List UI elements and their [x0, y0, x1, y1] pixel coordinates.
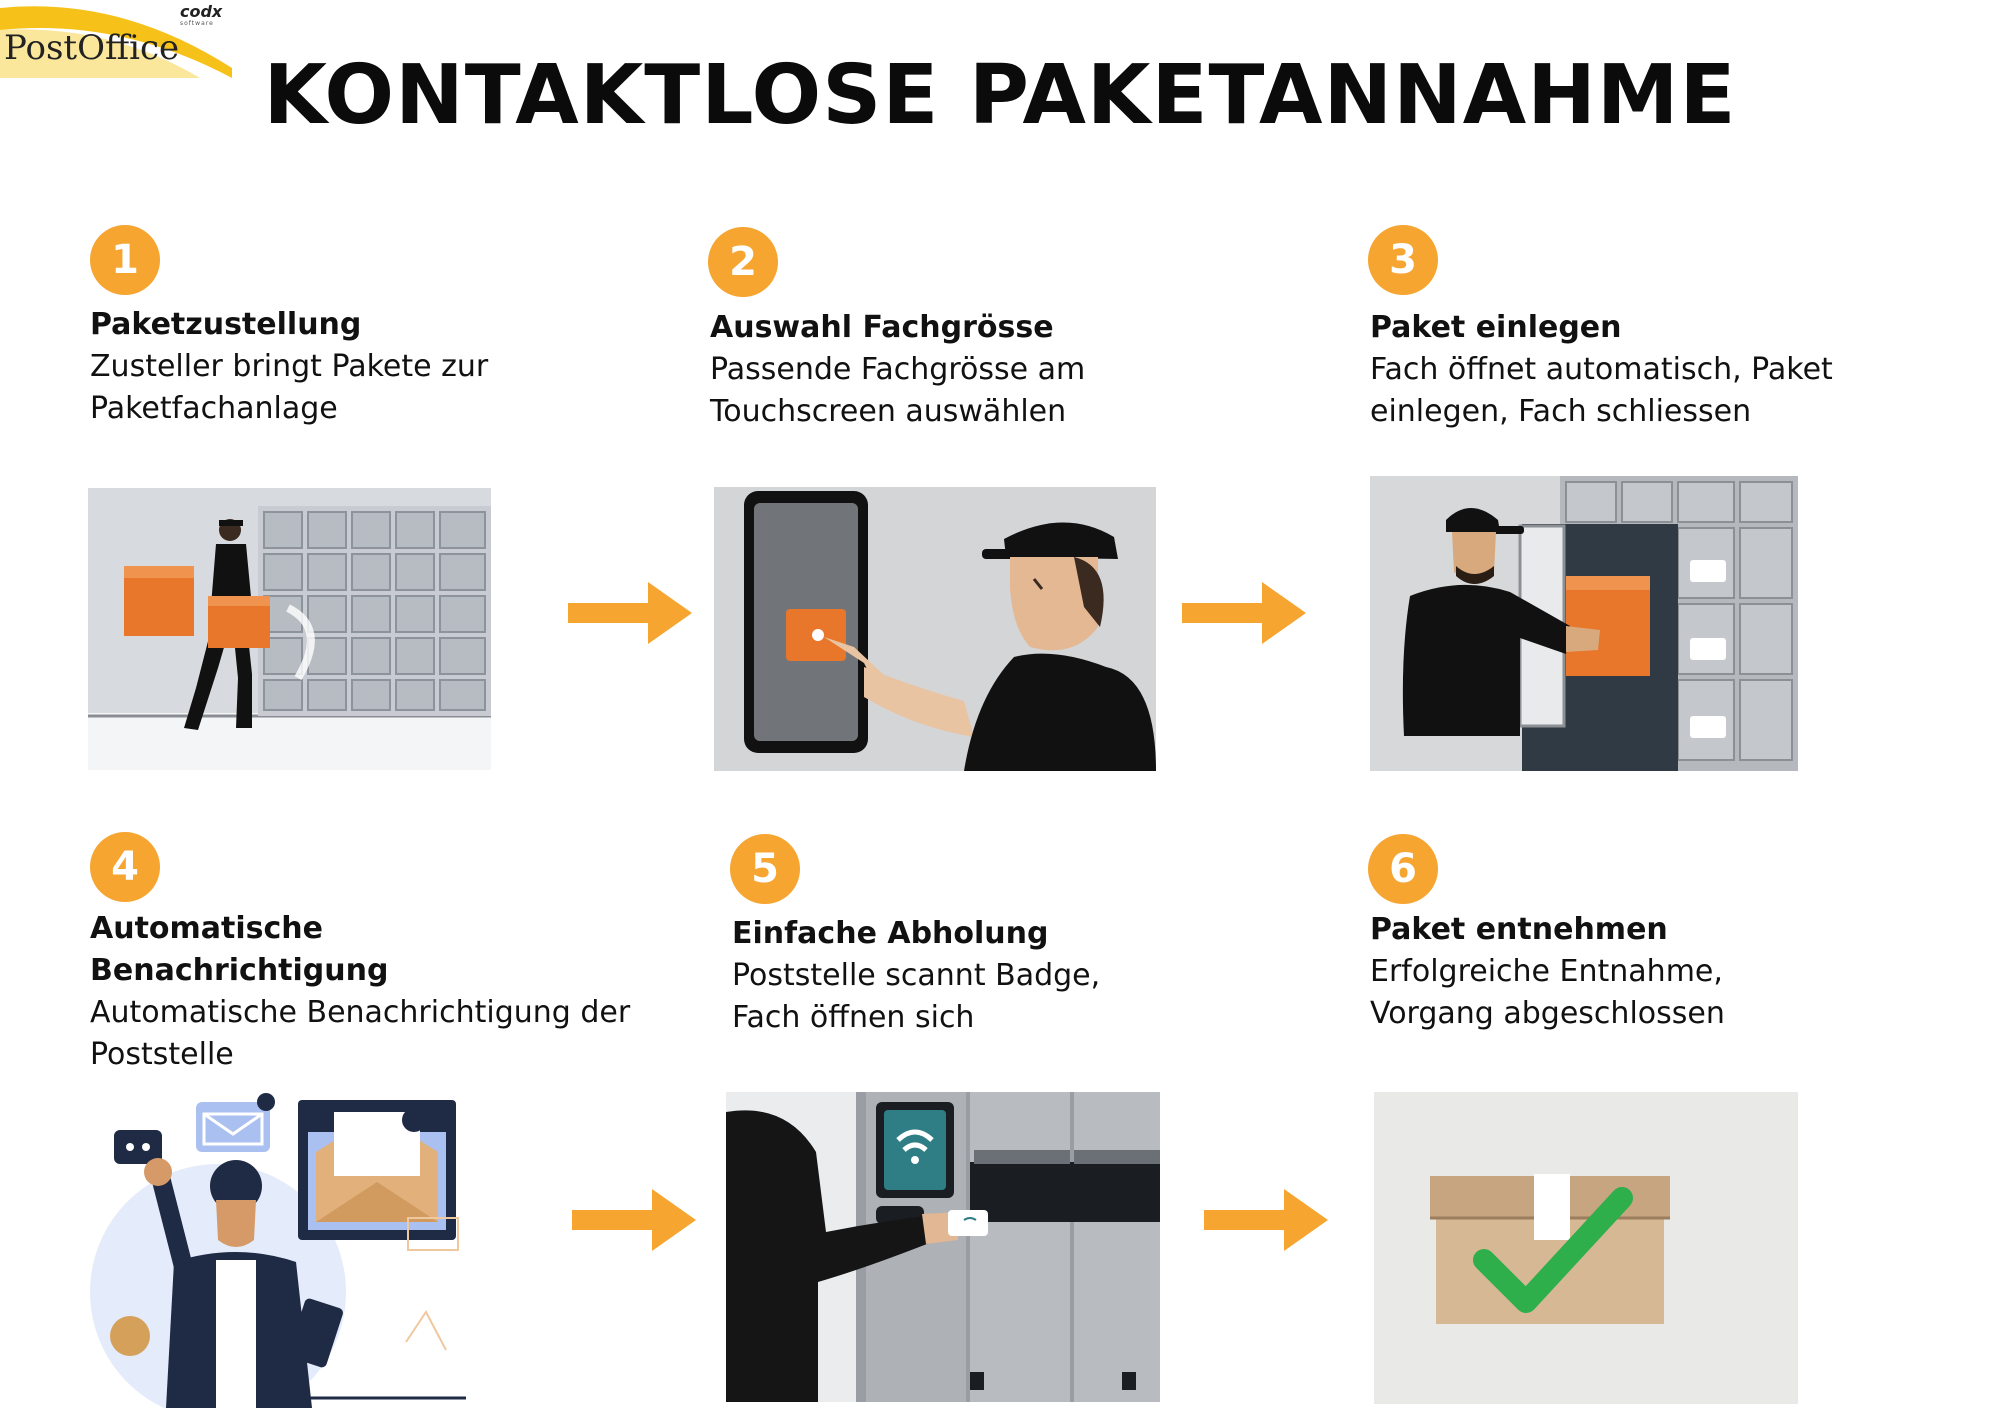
courier-locker-illustration: [88, 488, 491, 770]
step-1-description: Zusteller bringt Pakete zur Paketfachanl…: [90, 349, 489, 426]
page-title: KONTAKTLOSE PAKETANNAHME: [263, 48, 1737, 143]
step-1-number-badge: 1: [90, 225, 160, 295]
insert-package-illustration: [1370, 476, 1798, 771]
postoffice-logo: PostOffice codx software: [0, 0, 240, 80]
badge-scan-illustration: [726, 1092, 1160, 1402]
arrow-right-icon: [572, 1185, 698, 1255]
step-4-title: Automatische Benachrichtigung: [90, 911, 389, 988]
step-4-description: Automatische Benachrichtigung der Postst…: [90, 995, 631, 1072]
step-2-number-badge: 2: [708, 227, 778, 297]
step-2-description: Passende Fachgrösse am Touchscreen auswä…: [710, 352, 1086, 429]
step-3-number-badge: 3: [1368, 225, 1438, 295]
step-5-number-badge: 5: [730, 834, 800, 904]
step-5-description: Poststelle scannt Badge, Fach öffnen sic…: [732, 958, 1101, 1035]
package-check-illustration: [1374, 1092, 1798, 1404]
step-6-description: Erfolgreiche Entnahme, Vorgang abgeschlo…: [1370, 954, 1725, 1031]
step-3-description: Fach öffnet automatisch, Paket einlegen,…: [1370, 352, 1833, 429]
arrow-right-icon: [568, 578, 694, 648]
touchscreen-illustration: [714, 487, 1156, 771]
step-3-title: Paket einlegen: [1370, 310, 1622, 345]
step-4-number-badge: 4: [90, 832, 160, 902]
step-6-number-badge: 6: [1368, 834, 1438, 904]
step-1-title: Paketzustellung: [90, 307, 362, 342]
arrow-right-icon: [1204, 1185, 1330, 1255]
step-2-title: Auswahl Fachgrösse: [710, 310, 1054, 345]
notification-illustration: [86, 1092, 496, 1408]
step-5-title: Einfache Abholung: [732, 916, 1049, 951]
step-6-title: Paket entnehmen: [1370, 912, 1668, 947]
arrow-right-icon: [1182, 578, 1308, 648]
